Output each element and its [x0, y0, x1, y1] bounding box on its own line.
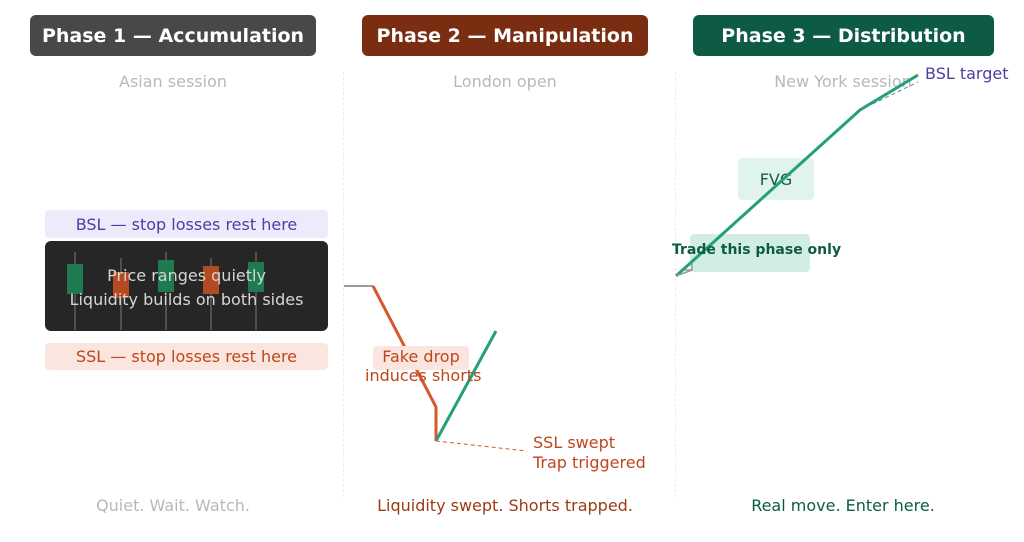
phase-3-header: Phase 3 — Distribution	[693, 15, 994, 56]
divider-2	[675, 72, 676, 497]
session-label-new-york: New York session	[774, 72, 912, 91]
trap-triggered-label: Trap triggered	[533, 453, 646, 472]
trade-phase-label: Trade this phase only	[672, 242, 842, 258]
candle-body-red	[203, 266, 219, 294]
candle-body-green	[248, 262, 264, 292]
candle-body-green	[158, 260, 174, 292]
reversal-line	[434, 330, 498, 442]
trade-zone	[690, 234, 810, 272]
divider-1	[343, 72, 344, 497]
candle-body-red	[113, 272, 129, 298]
candle-body-green	[67, 264, 83, 294]
phase-2-header: Phase 2 — Manipulation	[362, 15, 648, 56]
ssl-swept-label: SSL swept	[533, 433, 616, 452]
session-label-london: London open	[453, 72, 557, 91]
phase-1-footer: Quiet. Wait. Watch.	[96, 496, 250, 515]
range-box	[45, 241, 328, 331]
fake-drop-line	[371, 285, 438, 441]
entry-arrow-shaft	[675, 269, 693, 277]
fvg-zone: FVG	[738, 158, 814, 200]
ssl-zone: SSL — stop losses rest here	[45, 343, 328, 370]
bsl-target-pointer	[859, 81, 919, 111]
fake-drop-line2: induces shorts	[365, 366, 482, 385]
phase-2-footer: Liquidity swept. Shorts trapped.	[377, 496, 633, 515]
range-text-line2: Liquidity builds on both sides	[69, 290, 304, 309]
fake-drop-line1: Fake drop	[382, 347, 460, 366]
fake-drop-bg	[373, 346, 469, 370]
phase-1-header: Phase 1 — Accumulation	[30, 15, 316, 56]
session-label-asian: Asian session	[119, 72, 227, 91]
bsl-zone: BSL — stop losses rest here	[45, 210, 328, 238]
ssl-sweep-pointer	[435, 440, 528, 452]
bsl-target-label: BSL target	[925, 64, 1009, 83]
phase-3-footer: Real move. Enter here.	[751, 496, 935, 515]
range-text-line1: Price ranges quietly	[107, 266, 266, 285]
